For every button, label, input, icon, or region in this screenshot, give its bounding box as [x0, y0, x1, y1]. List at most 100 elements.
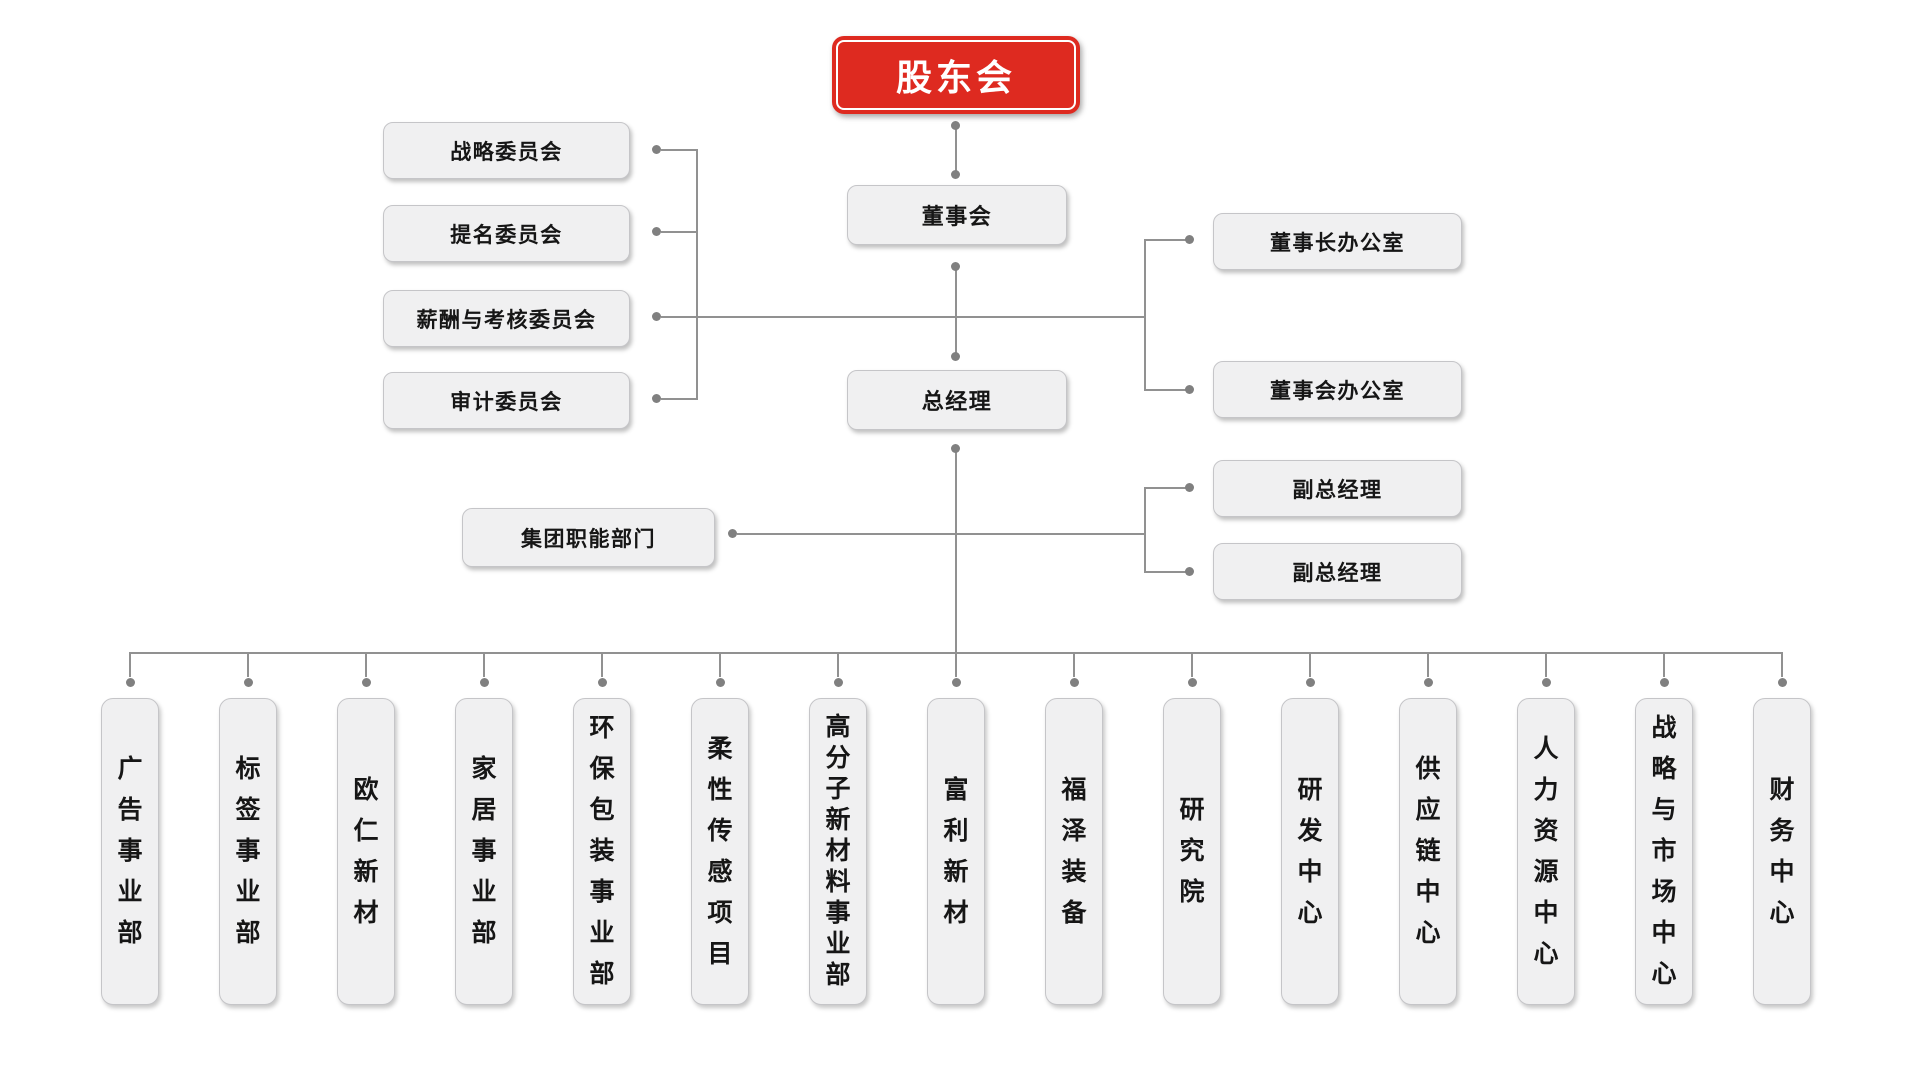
- department-column-supply-chain: 供应链中心: [1399, 652, 1457, 1005]
- department-box: 研发中心: [1281, 698, 1339, 1005]
- drop-dot: [243, 678, 253, 687]
- audit-committee-label: 审计委员会: [450, 390, 563, 414]
- group-functions-box: 集团职能部门: [462, 508, 715, 567]
- stub-audit-committee: [661, 398, 697, 400]
- department-column-hr: 人力资源中心: [1517, 652, 1575, 1005]
- committee-trunk-line: [696, 149, 698, 400]
- department-label: 战略与市场中心: [1651, 714, 1677, 988]
- dot-deputy-gm-2: [1185, 567, 1194, 576]
- stub-chairman-office: [1146, 239, 1186, 241]
- department-box: 欧仁新材: [337, 698, 395, 1005]
- department-column-fuze: 福泽装备: [1045, 652, 1103, 1005]
- department-label: 标签事业部: [235, 755, 261, 947]
- shareholders-meeting-box: 股东会: [832, 36, 1080, 114]
- dot-board-top: [951, 170, 960, 179]
- drop-line: [1309, 652, 1311, 677]
- group-functions-label: 集团职能部门: [521, 527, 656, 551]
- department-box: 人力资源中心: [1517, 698, 1575, 1005]
- department-label: 高分子新材料事业部: [825, 713, 851, 989]
- drop-dot: [1069, 678, 1079, 687]
- drop-dot: [833, 678, 843, 687]
- stub-board-office: [1146, 389, 1186, 391]
- drop-line: [1073, 652, 1075, 677]
- department-box: 供应链中心: [1399, 698, 1457, 1005]
- department-label: 环保包装事业部: [589, 714, 615, 988]
- connector-group-functions: [737, 533, 1146, 535]
- dot-board-bottom: [951, 262, 960, 271]
- department-box: 富利新材: [927, 698, 985, 1005]
- dot-gm-top: [951, 352, 960, 361]
- dot-strategy-committee: [652, 145, 661, 154]
- drop-line: [1781, 652, 1783, 677]
- department-box: 标签事业部: [219, 698, 277, 1005]
- department-column-home: 家居事业部: [455, 652, 513, 1005]
- deputy-gm-label-1: 副总经理: [1292, 478, 1383, 502]
- deputy-gm-box-2: 副总经理: [1213, 543, 1462, 600]
- department-box: 柔性传感项目: [691, 698, 749, 1005]
- remuneration-committee-label: 薪酬与考核委员会: [416, 308, 597, 332]
- board-office-label: 董事会办公室: [1270, 379, 1405, 403]
- audit-committee-box: 审计委员会: [383, 372, 630, 429]
- department-box: 战略与市场中心: [1635, 698, 1693, 1005]
- department-box: 福泽装备: [1045, 698, 1103, 1005]
- drop-dot: [951, 678, 961, 687]
- drop-line: [1663, 652, 1665, 677]
- general-manager-box: 总经理: [847, 370, 1067, 430]
- dot-chairman-office: [1185, 235, 1194, 244]
- nomination-committee-box: 提名委员会: [383, 205, 630, 262]
- department-label: 财务中心: [1769, 775, 1795, 927]
- shareholders-meeting-label: 股东会: [895, 57, 1016, 98]
- drop-line: [129, 652, 131, 677]
- chairman-office-label: 董事长办公室: [1270, 231, 1405, 255]
- drop-line: [837, 652, 839, 677]
- department-column-advertising: 广告事业部: [101, 652, 159, 1005]
- department-column-strategy-market: 战略与市场中心: [1635, 652, 1693, 1005]
- department-column-fuli: 富利新材: [927, 652, 985, 1005]
- drop-dot: [1423, 678, 1433, 687]
- department-box: 环保包装事业部: [573, 698, 631, 1005]
- drop-dot: [125, 678, 135, 687]
- strategy-committee-box: 战略委员会: [383, 122, 630, 179]
- deputy-gm-label-2: 副总经理: [1292, 561, 1383, 585]
- department-label: 广告事业部: [117, 755, 143, 947]
- drop-dot: [1187, 678, 1197, 687]
- department-label: 人力资源中心: [1533, 734, 1559, 968]
- drop-line: [955, 652, 957, 677]
- drop-line: [1545, 652, 1547, 677]
- dot-deputy-gm-1: [1185, 483, 1194, 492]
- office-trunk-line: [1144, 239, 1146, 391]
- drop-dot: [361, 678, 371, 687]
- dot-audit-committee: [652, 394, 661, 403]
- chairman-office-box: 董事长办公室: [1213, 213, 1462, 270]
- general-manager-label: 总经理: [921, 389, 993, 414]
- drop-line: [601, 652, 603, 677]
- dot-gm-bottom: [951, 444, 960, 453]
- stub-strategy-committee: [661, 149, 697, 151]
- department-column-ouren: 欧仁新材: [337, 652, 395, 1005]
- department-column-polymer-materials: 高分子新材料事业部: [809, 652, 867, 1005]
- department-column-flexible-sensing: 柔性传感项目: [691, 652, 749, 1005]
- department-box: 研究院: [1163, 698, 1221, 1005]
- department-label: 福泽装备: [1061, 775, 1087, 927]
- department-label: 家居事业部: [471, 755, 497, 947]
- department-label: 研发中心: [1297, 775, 1323, 927]
- stub-nomination-committee: [661, 231, 697, 233]
- drop-dot: [597, 678, 607, 687]
- deputy-gm-trunk-line: [1144, 487, 1146, 573]
- board-of-directors-label: 董事会: [921, 204, 993, 229]
- department-box: 高分子新材料事业部: [809, 698, 867, 1005]
- drop-line: [719, 652, 721, 677]
- stub-deputy-gm-1: [1146, 487, 1186, 489]
- department-label: 柔性传感项目: [707, 734, 733, 968]
- dot-shareholders-bottom: [951, 121, 960, 130]
- strategy-committee-label: 战略委员会: [450, 140, 563, 164]
- department-column-eco-packaging: 环保包装事业部: [573, 652, 631, 1005]
- dot-board-office: [1185, 385, 1194, 394]
- department-box: 广告事业部: [101, 698, 159, 1005]
- department-label: 富利新材: [943, 775, 969, 927]
- drop-dot: [1541, 678, 1551, 687]
- remuneration-committee-box: 薪酬与考核委员会: [383, 290, 630, 347]
- department-label: 欧仁新材: [353, 775, 379, 927]
- board-office-box: 董事会办公室: [1213, 361, 1462, 418]
- department-box: 家居事业部: [455, 698, 513, 1005]
